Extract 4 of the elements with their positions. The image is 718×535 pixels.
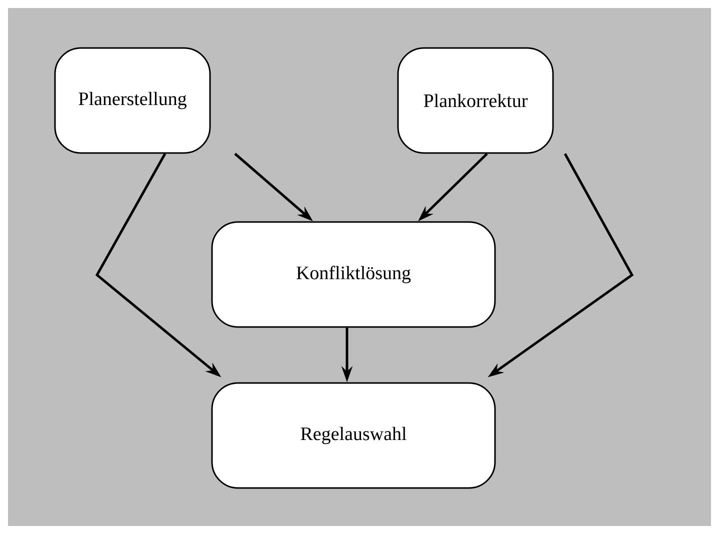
process-box: Konfliktlösung (211, 221, 496, 328)
process-box: Plankorrektur (397, 47, 554, 154)
process-box: Regelauswahl (211, 382, 496, 489)
process-box: Planerstellung (54, 47, 211, 154)
